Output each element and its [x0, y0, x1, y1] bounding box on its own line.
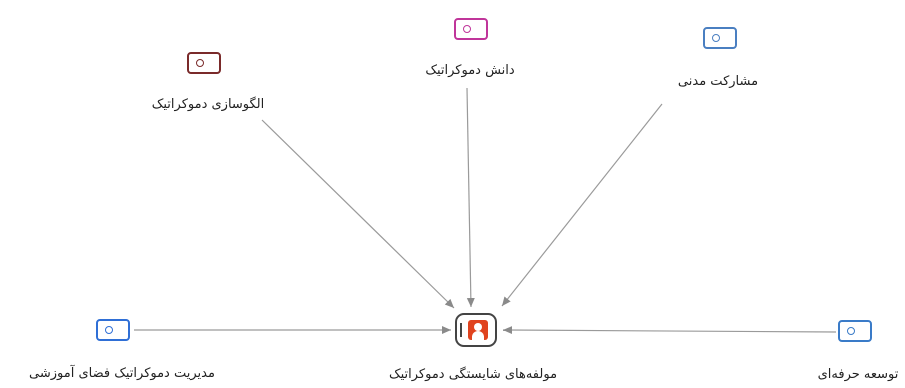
code-node-icon[interactable]: [703, 27, 737, 49]
person-icon: [468, 320, 488, 340]
card-edge-icon: [460, 323, 466, 337]
code-node-icon[interactable]: [96, 319, 130, 341]
code-node-icon[interactable]: [454, 18, 488, 40]
node-label-modeling: الگوسازی دموکراتیک: [151, 97, 265, 112]
node-label-knowledge: دانش دموکراتیک: [425, 63, 515, 78]
code-node-icon[interactable]: [187, 52, 221, 74]
node-label-participation: مشارکت مدنی: [677, 74, 759, 89]
edge-modeling: [261, 119, 455, 309]
person-card-icon[interactable]: [455, 313, 497, 347]
code-node-icon[interactable]: [838, 320, 872, 342]
edge-knowledge: [466, 87, 475, 308]
edge-development: [502, 326, 837, 335]
node-label-development: توسعه حرفه‌ای: [817, 367, 899, 382]
edge-participation: [501, 103, 663, 307]
center-node-label: مولفه‌های شایستگی دموکراتیک: [388, 367, 558, 382]
node-label-management: مدیریت دموکراتیک فضای آموزشی: [29, 366, 215, 381]
